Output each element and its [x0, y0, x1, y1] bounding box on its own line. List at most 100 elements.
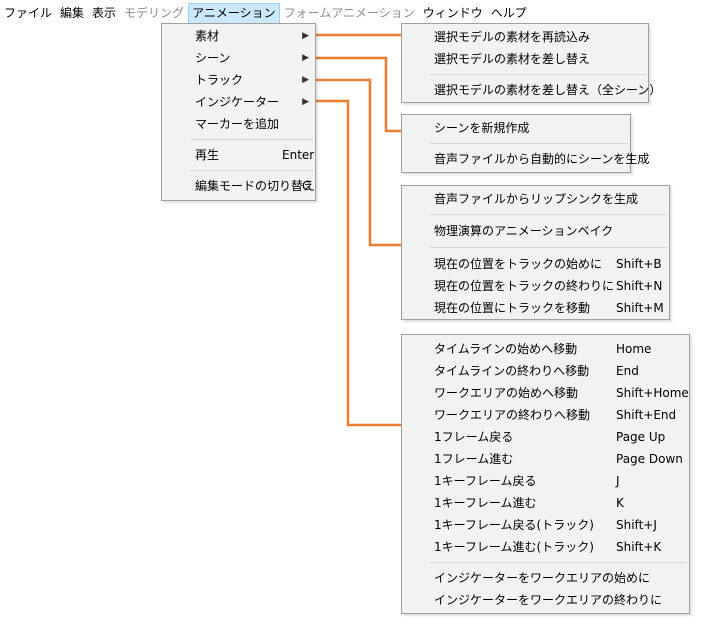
menu-item-physics-bake[interactable]: 物理演算のアニメーションベイク [402, 220, 669, 242]
menu-form-animation: フォームアニメーション [283, 5, 415, 20]
menu-help[interactable]: ヘルプ [490, 5, 527, 20]
menu-item-indicator[interactable]: インジケーター ▶ [162, 91, 315, 113]
menu-separator [190, 170, 313, 171]
menu-item-label: 1フレーム進む [434, 452, 514, 466]
connector-scene [316, 56, 402, 133]
menu-separator [430, 562, 687, 563]
menu-item-position-to-track-start[interactable]: 現在の位置をトラックの始めに Shift+B [402, 253, 669, 275]
menu-animation[interactable]: アニメーション [188, 2, 280, 24]
menu-item-label: タイムラインの終わりへ移動 [434, 364, 590, 378]
menu-item-material[interactable]: 素材 ▶ [162, 25, 315, 47]
menu-item-label: 1フレーム戻る [434, 430, 514, 444]
menu-item-label: 編集モードの切り替え [195, 179, 316, 193]
menu-item-add-marker[interactable]: マーカーを追加 [162, 113, 315, 135]
submenu-track: 音声ファイルからリップシンクを生成 物理演算のアニメーションベイク 現在の位置を… [401, 185, 670, 320]
menu-item-play[interactable]: 再生 Enter [162, 144, 315, 166]
menu-item-reload-material[interactable]: 選択モデルの素材を再読込み [402, 26, 648, 48]
menu-item-new-scene[interactable]: シーンを新規作成 [402, 117, 630, 139]
connector-group [316, 33, 402, 427]
menu-view[interactable]: 表示 [92, 5, 117, 20]
menu-item-keyframe-forward-track[interactable]: 1キーフレーム進む(トラック) Shift+K [402, 536, 689, 558]
menu-item-keyframe-forward[interactable]: 1キーフレーム進む K [402, 492, 689, 514]
menu-item-shortcut: K [616, 496, 624, 510]
menu-item-label: 素材 [195, 29, 220, 43]
menu-item-keyframe-back-track[interactable]: 1キーフレーム戻る(トラック) Shift+J [402, 514, 689, 536]
menu-item-shortcut: Shift+Home [616, 386, 689, 400]
menu-item-timeline-end[interactable]: タイムラインの終わりへ移動 End [402, 360, 689, 382]
menu-item-label: マーカーを追加 [195, 117, 280, 131]
menu-item-label: シーン [195, 51, 231, 65]
menu-separator [430, 143, 628, 144]
menu-item-shortcut: C [302, 179, 311, 193]
menu-item-label: インジケーター [195, 95, 280, 109]
submenu-arrow-icon: ▶ [302, 53, 309, 63]
menu-window[interactable]: ウィンドウ [422, 5, 483, 20]
menu-item-label: トラック [195, 73, 244, 87]
menu-item-label: タイムラインの始めへ移動 [434, 342, 578, 356]
submenu-arrow-icon: ▶ [302, 75, 309, 85]
menu-item-frame-forward[interactable]: 1フレーム進む Page Down [402, 448, 689, 470]
menu-item-shortcut: Shift+M [616, 301, 664, 315]
menu-item-label: ワークエリアの始めへ移動 [434, 386, 579, 400]
menu-item-label: 1キーフレーム進む [434, 496, 537, 510]
menu-item-workarea-end[interactable]: ワークエリアの終わりへ移動 Shift+End [402, 404, 689, 426]
menu-item-shortcut: Home [616, 342, 652, 356]
submenu-material: 選択モデルの素材を再読込み 選択モデルの素材を差し替え 選択モデルの素材を差し替… [401, 23, 661, 103]
menu-bar: ファイル 編集 表示 モデリング アニメーション フォームアニメーション ウィン… [0, 2, 531, 24]
menu-separator [430, 214, 667, 215]
menu-item-frame-back[interactable]: 1フレーム戻る Page Up [402, 426, 689, 448]
menu-item-move-track-to-position[interactable]: 現在の位置にトラックを移動 Shift+M [402, 297, 669, 319]
menu-separator [430, 247, 667, 248]
menu-item-shortcut: Enter [282, 148, 315, 162]
menu-file[interactable]: ファイル [4, 5, 53, 20]
menu-item-toggle-edit-mode[interactable]: 編集モードの切り替え C [162, 175, 315, 197]
menu-item-scene[interactable]: シーン ▶ [162, 47, 315, 69]
menu-item-label: インジケーターをワークエリアの終わりに [434, 593, 663, 607]
menu-item-label: 再生 [195, 148, 220, 162]
submenu-arrow-icon: ▶ [302, 97, 309, 107]
menu-item-label: 音声ファイルからリップシンクを生成 [434, 192, 639, 206]
menu-item-keyframe-back[interactable]: 1キーフレーム戻る J [402, 470, 689, 492]
menu-item-replace-material[interactable]: 選択モデルの素材を差し替え [402, 48, 648, 70]
menu-item-label: シーンを新規作成 [434, 121, 530, 135]
menu-item-label: 選択モデルの素材を差し替え [434, 52, 591, 66]
menu-item-label: 現在の位置にトラックを移動 [434, 301, 591, 315]
menu-item-track[interactable]: トラック ▶ [162, 69, 315, 91]
menu-item-label: 現在の位置をトラックの終わりに [434, 279, 615, 293]
menu-item-shortcut: Shift+B [616, 257, 662, 271]
menu-item-label: 音声ファイルから自動的にシーンを生成 [434, 152, 650, 166]
submenu-indicator: タイムラインの始めへ移動 Home タイムラインの終わりへ移動 End ワークエ… [401, 334, 690, 614]
connector-indicator [316, 99, 402, 427]
menu-item-shortcut: Page Up [616, 430, 666, 444]
connector-track [316, 78, 402, 247]
menu-item-replace-material-all-scenes[interactable]: 選択モデルの素材を差し替え（全シーン） [402, 79, 661, 101]
menu-item-label: 選択モデルの素材を再読込み [434, 30, 591, 44]
menu-item-position-to-track-end[interactable]: 現在の位置をトラックの終わりに Shift+N [402, 275, 669, 297]
menu-item-shortcut: End [616, 364, 639, 378]
menu-item-label: 物理演算のアニメーションベイク [434, 224, 614, 238]
menu-item-indicator-to-workarea-end[interactable]: インジケーターをワークエリアの終わりに [402, 589, 689, 611]
menu-item-label: インジケーターをワークエリアの始めに [434, 571, 651, 585]
menu-item-label: 現在の位置をトラックの始めに [434, 257, 603, 271]
animation-menu: 素材 ▶ シーン ▶ トラック ▶ インジケーター ▶ マーカーを追加 再生 E… [161, 23, 316, 201]
menu-item-timeline-start[interactable]: タイムラインの始めへ移動 Home [402, 338, 689, 360]
menu-item-lipsync-from-audio[interactable]: 音声ファイルからリップシンクを生成 [402, 188, 669, 210]
menu-item-label: ワークエリアの終わりへ移動 [434, 408, 591, 422]
menu-item-label: 選択モデルの素材を差し替え（全シーン） [434, 83, 662, 97]
menu-item-workarea-start[interactable]: ワークエリアの始めへ移動 Shift+Home [402, 382, 689, 404]
menu-item-shortcut: J [616, 474, 620, 488]
menu-modeling: モデリング [124, 5, 185, 20]
menu-item-auto-scene-from-audio[interactable]: 音声ファイルから自動的にシーンを生成 [402, 148, 649, 170]
menu-item-shortcut: Shift+End [616, 408, 677, 422]
menu-item-shortcut: Shift+J [616, 518, 657, 532]
menu-item-shortcut: Page Down [616, 452, 683, 466]
menu-item-shortcut: Shift+K [616, 540, 662, 554]
menu-separator [430, 74, 646, 75]
menu-item-label: 1キーフレーム戻る(トラック) [434, 518, 594, 532]
menu-item-indicator-to-workarea-start[interactable]: インジケーターをワークエリアの始めに [402, 567, 689, 589]
submenu-arrow-icon: ▶ [302, 31, 309, 41]
menu-edit[interactable]: 編集 [60, 5, 85, 20]
menu-item-label: 1キーフレーム戻る [434, 474, 537, 488]
menu-separator [190, 139, 313, 140]
